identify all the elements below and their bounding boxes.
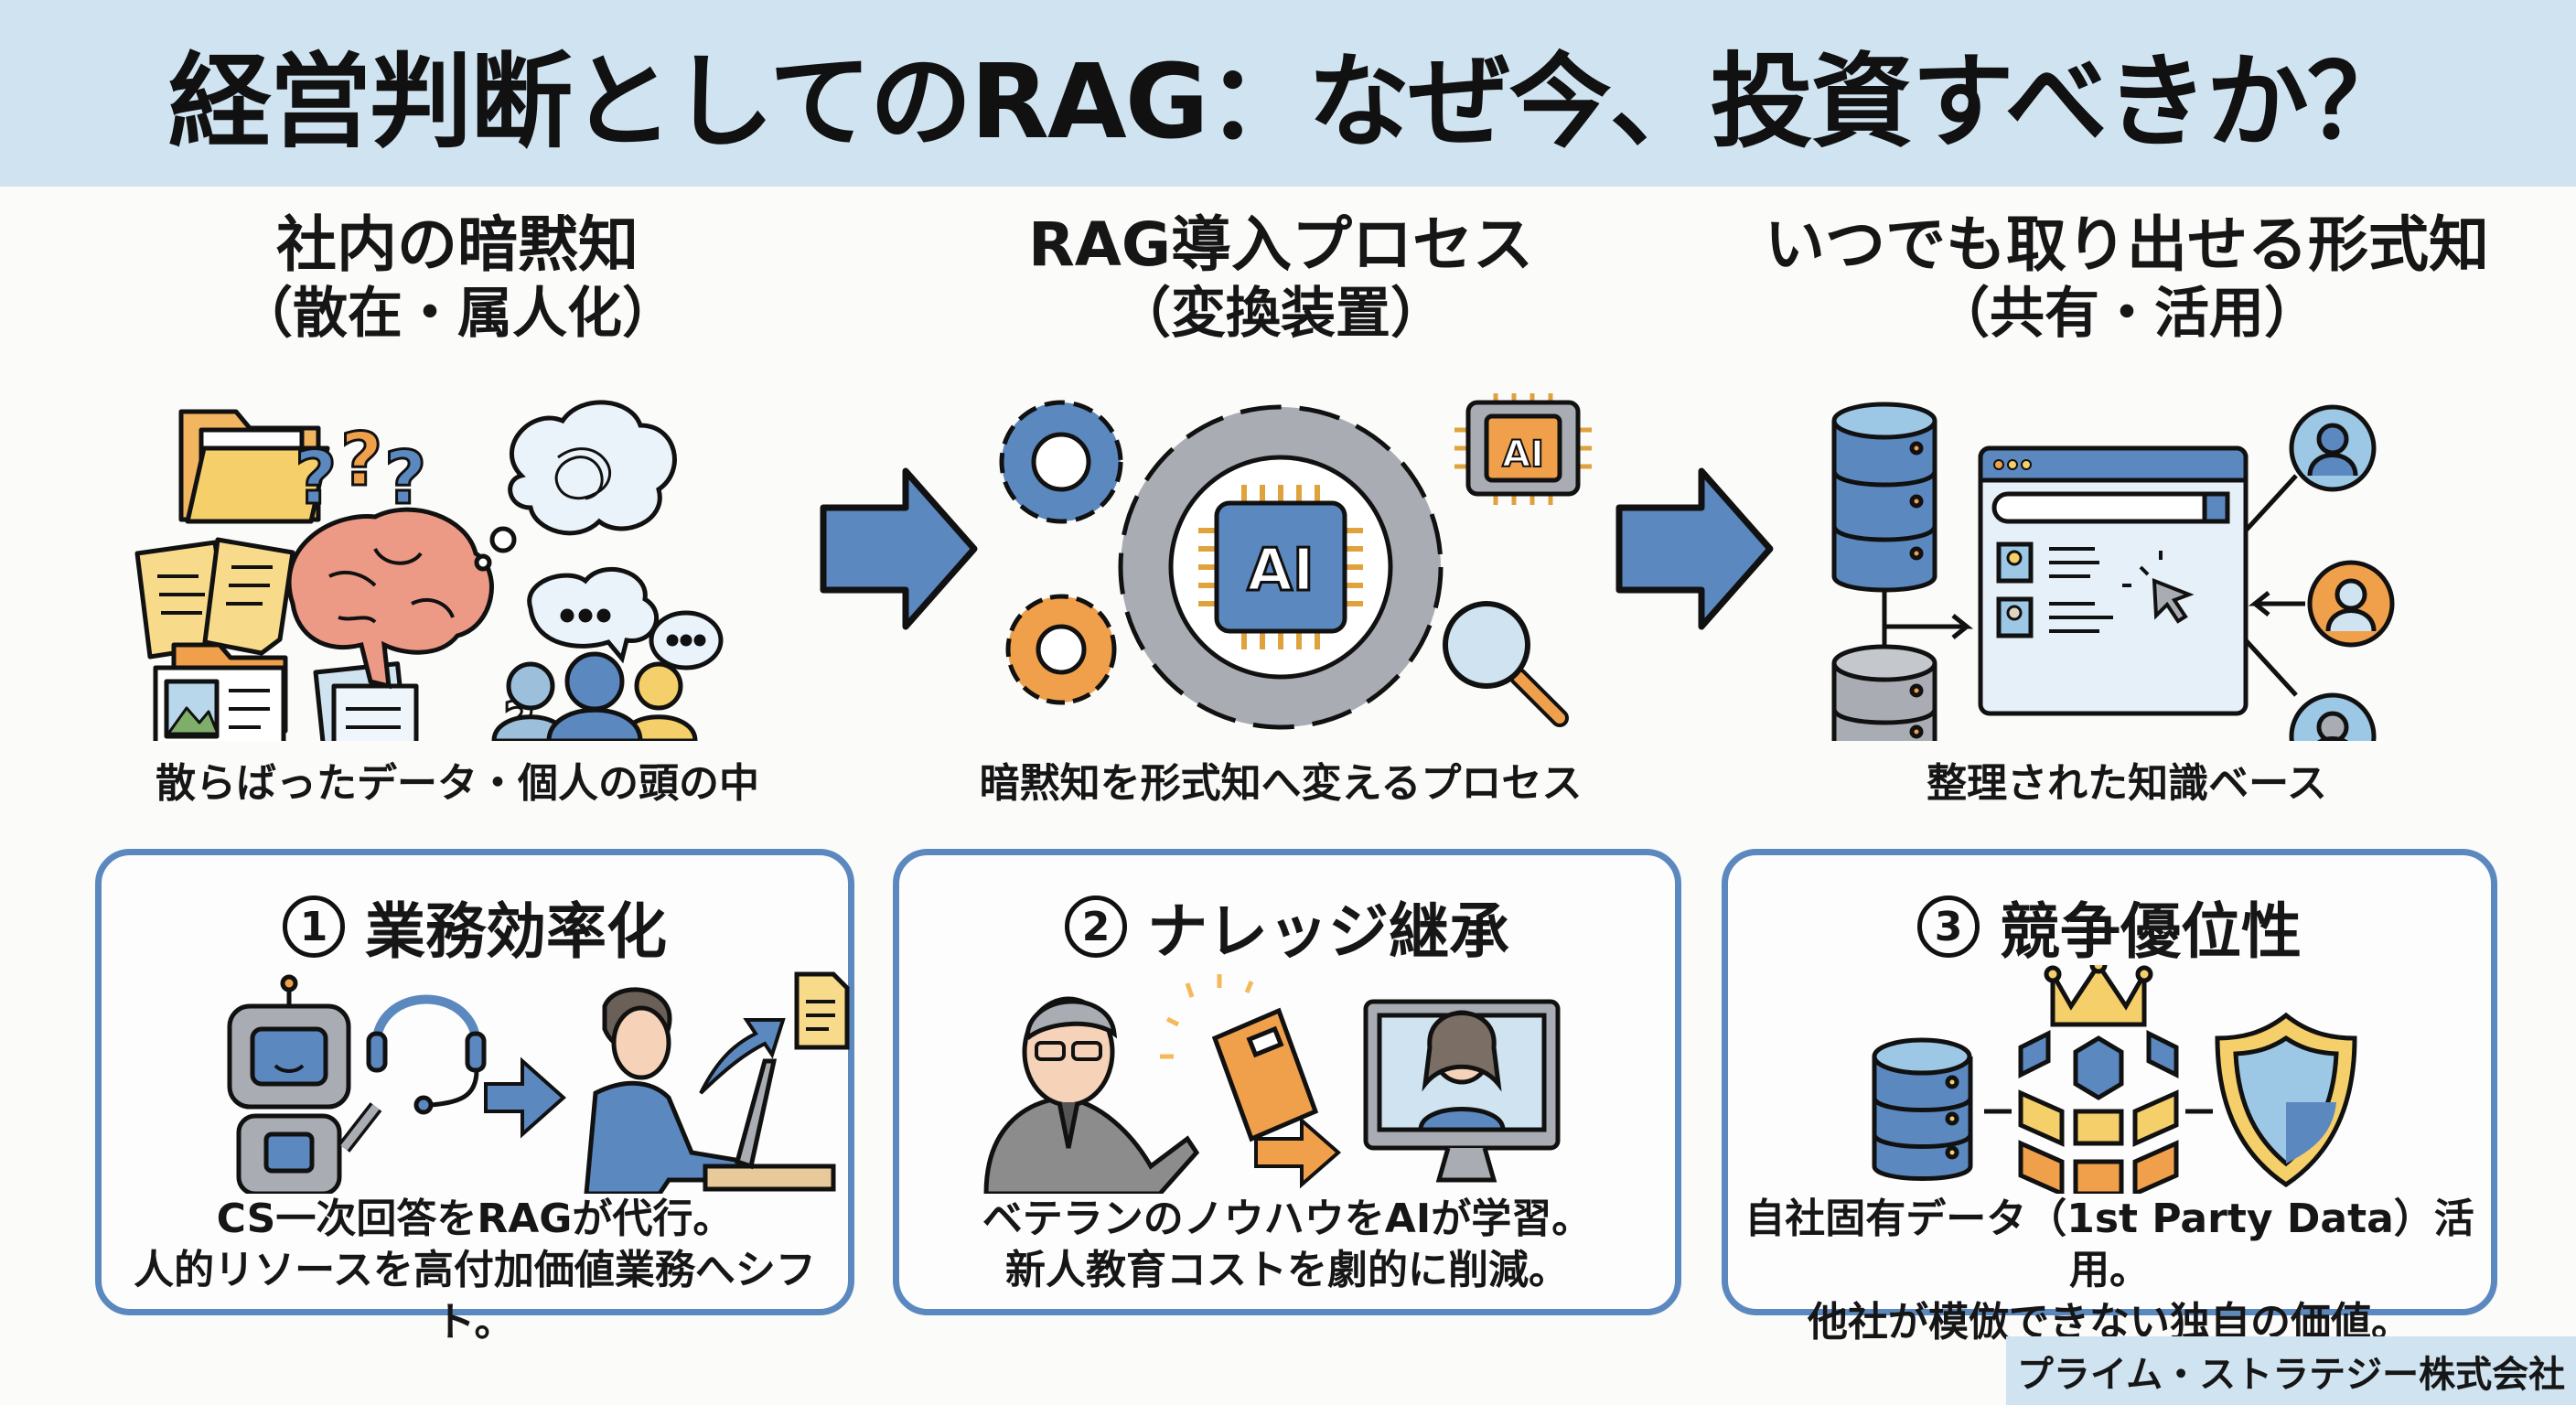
card-illustration <box>1872 965 2357 1194</box>
sticky-note-icon <box>134 537 295 660</box>
cursor-icon <box>2122 551 2195 624</box>
monitor-newcomer-icon <box>1363 999 1561 1183</box>
card-title-text: 業務効率化 <box>365 896 667 967</box>
svg-text:AI: AI <box>1502 434 1544 476</box>
headset-icon <box>366 994 487 1115</box>
people-icon <box>491 651 698 741</box>
company-name: プライム・ストラテジー株式会社 <box>2016 1353 2566 1396</box>
search-icon <box>2202 491 2230 524</box>
stage-caption: 暗黙知を形式知へ変えるプロセス <box>979 760 1583 807</box>
stage-illustration: AI AI <box>999 393 1592 730</box>
card-description: 自社固有データ（1st Party Data）活用。 他社が模倣できない独自の価… <box>1728 1194 2491 1348</box>
card-description: ベテランのノウハウをAIが学習。 新人教育コストを劇的に削減。 <box>899 1194 1675 1297</box>
card-title-text: ナレッジ継承 <box>1147 896 1509 967</box>
folder-icon <box>178 409 330 524</box>
question-mark-icon: ? ? ? ? <box>294 416 537 742</box>
stage-title: いつでも取り出せる形式知 <box>1765 209 2489 280</box>
search-input <box>1991 491 2230 524</box>
stage-caption: 散らばったデータ・個人の頭の中 <box>156 760 759 807</box>
ai-chip-icon: AI AI <box>1198 393 1592 649</box>
card-illustration <box>983 974 1561 1194</box>
speech-bubble-icon <box>527 566 724 670</box>
veteran-icon <box>983 996 1200 1194</box>
card-description-line: ベテランのノウハウをAIが学習。 <box>982 1196 1593 1242</box>
database-icon <box>1831 402 1974 741</box>
arrow-right-icon <box>484 1056 567 1139</box>
stage-tacit-knowledge: 社内の暗黙知 （散在・属人化） ? ? ? ? <box>101 209 814 807</box>
stage-illustration <box>1831 402 2395 741</box>
user-avatar-icon <box>2244 404 2395 741</box>
browser-window-icon <box>1978 445 2249 716</box>
cube-stack-icon <box>2018 1029 2179 1194</box>
card-description-line: CS一次回答をRAGが代行。 <box>216 1196 734 1242</box>
card-description-line: 新人教育コストを劇的に削減。 <box>1005 1247 1569 1294</box>
stage-rag-process: RAG導入プロセス （変換装置） AI <box>924 209 1637 807</box>
robot-icon <box>227 974 382 1194</box>
svg-text:AI: AI <box>1247 537 1314 605</box>
svg-text:?: ? <box>340 417 382 502</box>
card-title: 2 ナレッジ継承 <box>899 883 1675 971</box>
stage-title: RAG導入プロセス <box>1027 209 1534 280</box>
office-worker-icon <box>584 987 836 1194</box>
svg-text:?: ? <box>384 435 426 520</box>
company-footer: プライム・ストラテジー株式会社 <box>2006 1336 2576 1405</box>
brain-icon <box>286 507 494 690</box>
card-title-text: 競争優位性 <box>2000 896 2302 967</box>
card-illustration <box>227 971 850 1194</box>
magnifier-icon <box>1443 601 1569 727</box>
page-title: 経営判断としてのRAG：なぜ今、投資すべきか？ <box>168 43 2410 162</box>
stage-explicit-knowledge: いつでも取り出せる形式知 （共有・活用） <box>1738 209 2516 807</box>
stage-subtitle: （変換装置） <box>1116 281 1445 346</box>
arrow-right-icon <box>1254 1116 1342 1189</box>
crown-icon <box>2044 965 2153 1027</box>
card-description-line: 人的リソースを高付加価値業務へシフト。 <box>134 1247 816 1346</box>
card-description-line: 自社固有データ（1st Party Data）活用。 <box>1744 1196 2474 1294</box>
growth-arrow-icon <box>699 1018 786 1095</box>
flow-arrow-icon <box>820 467 978 630</box>
card-number-badge: 3 <box>1917 896 1980 958</box>
card-description: CS一次回答をRAGが代行。 人的リソースを高付加価値業務へシフト。 <box>102 1194 848 1348</box>
database-icon <box>1872 1037 2213 1181</box>
card-title: 1 業務効率化 <box>102 883 848 971</box>
image-document-icon <box>153 642 419 741</box>
shield-icon <box>2215 1012 2357 1188</box>
book-icon <box>1160 974 1319 1142</box>
svg-text:?: ? <box>295 435 337 520</box>
benefit-card-knowledge-transfer: 2 ナレッジ継承 ベテランのノウハウをAIが学習。 <box>893 849 1681 1315</box>
stage-caption: 整理された知識ベース <box>1927 760 2327 807</box>
benefit-card-efficiency: 1 業務効率化 <box>95 849 854 1346</box>
benefit-card-competitive-advantage: 3 競争優位性 自社固有データ（1st Party Da <box>1722 849 2497 1346</box>
card-title: 3 競争優位性 <box>1728 883 2491 971</box>
card-number-badge: 1 <box>283 896 345 958</box>
title-bar: 経営判断としてのRAG：なぜ今、投資すべきか？ <box>0 0 2576 187</box>
card-number-badge: 2 <box>1065 896 1127 958</box>
stage-subtitle: （共有・活用） <box>1935 281 2319 346</box>
stage-subtitle: （散在・属人化） <box>238 281 677 346</box>
stage-illustration: ? ? ? ? <box>134 400 724 742</box>
stage-title: 社内の暗黙知 <box>276 209 639 280</box>
thought-bubble-icon <box>474 400 677 572</box>
document-icon <box>794 971 850 1050</box>
flow-arrow-icon <box>1615 467 1774 630</box>
